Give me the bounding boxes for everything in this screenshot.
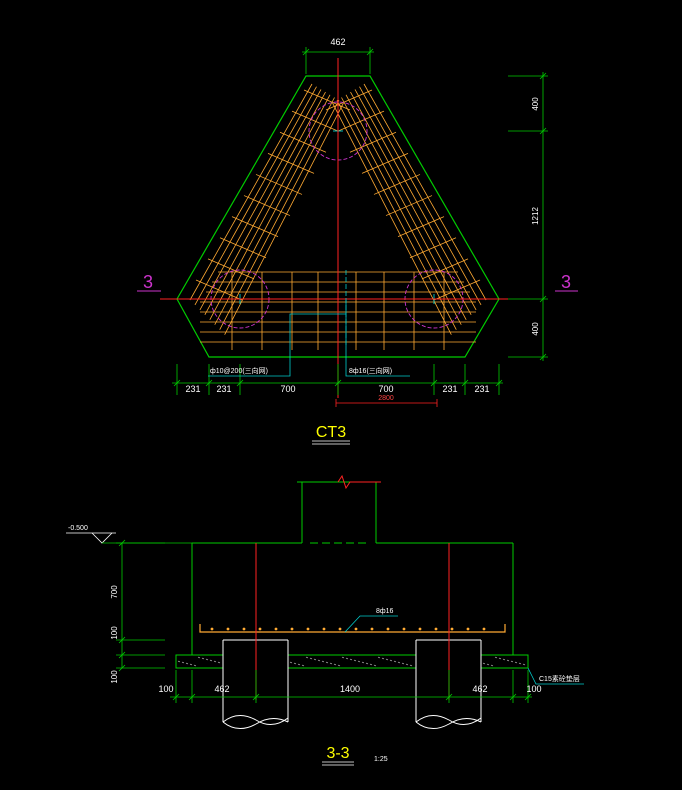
elevation-text: -0.500 bbox=[68, 525, 88, 532]
section-scale: 1:25 bbox=[374, 756, 388, 763]
section-view: 8ф16 -0.500 700 100 100 bbox=[66, 474, 584, 766]
dim-b6: 231 bbox=[474, 384, 489, 394]
svg-text:3: 3 bbox=[143, 272, 153, 292]
label-rebar-b: 8ф16(三向网) bbox=[349, 366, 392, 375]
dim-b1: 231 bbox=[185, 384, 200, 394]
bottom-rebar bbox=[199, 624, 506, 633]
section-mark-right: 3 bbox=[555, 272, 578, 292]
dim-b3: 700 bbox=[280, 384, 295, 394]
sdim-b5: 100 bbox=[526, 684, 541, 694]
sdim-b4: 462 bbox=[472, 684, 487, 694]
dim-top-text: 462 bbox=[330, 37, 345, 47]
dim-b4: 700 bbox=[378, 384, 393, 394]
section-mark-left: 3 bbox=[137, 272, 161, 292]
sdim-b3: 1400 bbox=[340, 684, 360, 694]
dim-b2: 231 bbox=[216, 384, 231, 394]
dim-bottom bbox=[172, 364, 503, 395]
dim-right-mid-text: 1212 bbox=[531, 207, 540, 225]
section-dim-left bbox=[116, 539, 165, 672]
sdim-left-bot: 100 bbox=[110, 670, 119, 684]
rebar-mesh bbox=[189, 83, 487, 350]
sdim-b1: 100 bbox=[158, 684, 173, 694]
cap-body bbox=[191, 542, 514, 655]
plan-title: CT3 bbox=[316, 424, 346, 441]
dim-right bbox=[508, 72, 548, 361]
sdim-left-mid: 100 bbox=[110, 626, 119, 640]
dim-right-top-text: 400 bbox=[531, 97, 540, 111]
column bbox=[297, 474, 381, 544]
dim-top bbox=[302, 47, 374, 74]
sdim-b2: 462 bbox=[214, 684, 229, 694]
sdim-left-top: 700 bbox=[110, 585, 119, 599]
section-title: 3-3 bbox=[326, 745, 349, 762]
dim-overall: 2800 bbox=[378, 395, 394, 402]
cushion-label: C15素砼垫层 bbox=[539, 674, 580, 683]
section-dim-bottom bbox=[170, 670, 532, 703]
leaders bbox=[208, 300, 410, 377]
section-rebar-label: 8ф16 bbox=[376, 608, 394, 615]
svg-text:3: 3 bbox=[561, 272, 571, 292]
dim-right-bot-text: 400 bbox=[531, 322, 540, 336]
plan-view: 3 3 462 400 1212 400 bbox=[137, 37, 578, 445]
dim-b5: 231 bbox=[442, 384, 457, 394]
label-rebar-a: ф10@200(三向网) bbox=[210, 366, 268, 375]
piles bbox=[222, 639, 482, 729]
